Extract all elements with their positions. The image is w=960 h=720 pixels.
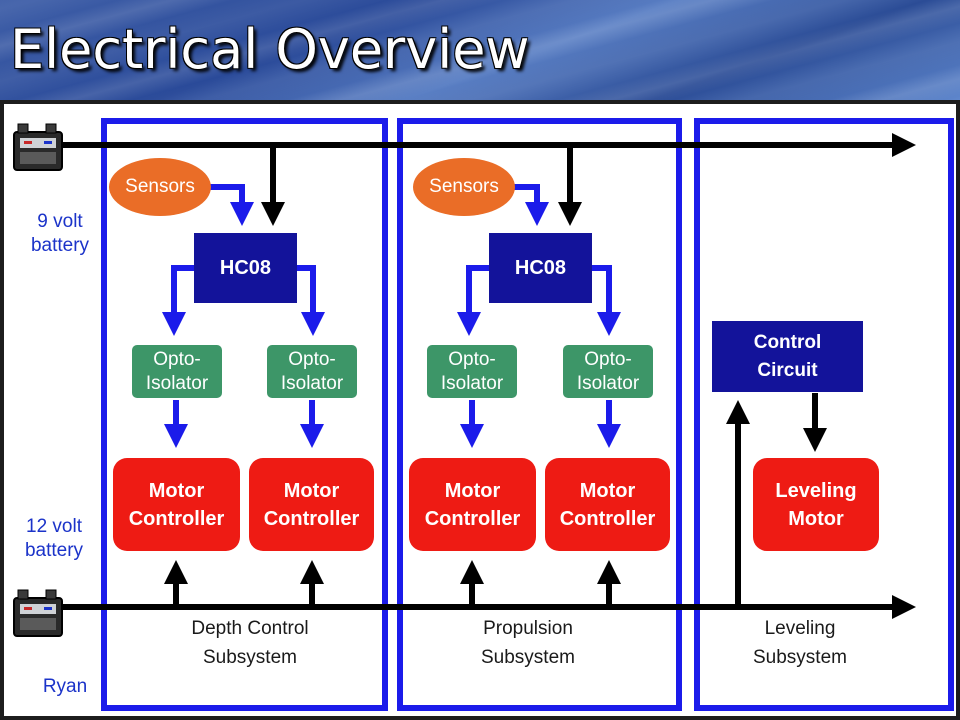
hc08-controller: HC08 <box>489 233 592 303</box>
subsystem-label-line2: Subsystem <box>203 647 297 668</box>
subsystem-label-line1: Depth Control <box>191 618 309 639</box>
control-circuit-line1: Control <box>753 331 822 353</box>
subsystem-label-line1: Propulsion <box>483 618 573 639</box>
hc08-to-opto-1b <box>297 265 325 336</box>
motor-controller: Motor Controller <box>249 458 374 551</box>
hc08-to-opto-2b <box>592 265 621 336</box>
opto-isolator: Opto- Isolator <box>132 345 222 398</box>
battery-icon <box>10 584 68 647</box>
battery-9v-label: 9 volt battery <box>20 210 100 258</box>
motor-controller: Motor Controller <box>409 458 536 551</box>
control-circuit: Control Circuit <box>712 321 863 392</box>
motor-controller-line1: Motor <box>579 479 636 502</box>
motor-controller-line1: Motor <box>148 479 205 502</box>
battery-9v-label-line1: 9 volt <box>37 211 83 232</box>
motor-controller-line2: Controller <box>128 507 225 530</box>
subsystem-label-line2: Subsystem <box>481 647 575 668</box>
hc08-to-opto-1a <box>162 265 194 336</box>
subsystem-label-propulsion: Propulsion Subsystem <box>428 614 628 672</box>
subsystem-label-leveling: Leveling Subsystem <box>720 614 880 672</box>
subsystem-label-depth: Depth Control Subsystem <box>150 614 350 672</box>
hc08-to-opto-2a <box>457 265 489 336</box>
leveling-motor-line1: Leveling <box>775 479 857 502</box>
opto-isolator: Opto- Isolator <box>267 345 357 398</box>
opto-isolator: Opto- Isolator <box>427 345 517 398</box>
control-circuit-line2: Circuit <box>757 359 818 381</box>
battery-icon <box>10 118 68 181</box>
motor-controller-line1: Motor <box>444 479 501 502</box>
opto-isolator-line2: Isolator <box>145 372 209 394</box>
subsystem-frame-propulsion <box>397 118 682 711</box>
opto-isolator-line2: Isolator <box>440 372 504 394</box>
leveling-motor: Leveling Motor <box>753 458 879 551</box>
opto-isolator-line1: Opto- <box>153 348 201 370</box>
hc08-controller: HC08 <box>194 233 297 303</box>
battery-12v-label: 12 volt battery <box>12 515 96 563</box>
motor-controller-line2: Controller <box>424 507 521 530</box>
motor-controller: Motor Controller <box>113 458 240 551</box>
motor-controller-line2: Controller <box>559 507 656 530</box>
motor-controller: Motor Controller <box>545 458 670 551</box>
opto-isolator-line2: Isolator <box>280 372 344 394</box>
author-label: Ryan <box>42 676 88 697</box>
sensor-link-1 <box>210 184 254 226</box>
opto-isolator-line1: Opto- <box>288 348 336 370</box>
battery-12v-label-line2: battery <box>24 540 84 561</box>
subsystem-label-line2: Subsystem <box>753 647 847 668</box>
motor-controller-line1: Motor <box>283 479 340 502</box>
subsystem-frame-depth <box>101 118 388 711</box>
motor-controller-line2: Controller <box>263 507 360 530</box>
opto-isolator-line1: Opto- <box>584 348 632 370</box>
opto-isolator-line2: Isolator <box>576 372 640 394</box>
battery-9v-label-line2: battery <box>30 235 90 256</box>
opto-isolator-line1: Opto- <box>448 348 496 370</box>
battery-12v-label-line1: 12 volt <box>26 516 82 537</box>
sensors-node: Sensors <box>109 158 211 216</box>
subsystem-label-line1: Leveling <box>764 618 836 639</box>
opto-isolator: Opto- Isolator <box>563 345 653 398</box>
title-banner: Electrical Overview <box>0 0 960 100</box>
sensor-link-2 <box>507 184 549 226</box>
sensors-node: Sensors <box>413 158 515 216</box>
slide-title: Electrical Overview <box>10 18 530 81</box>
subsystem-frame-leveling <box>694 118 954 711</box>
leveling-motor-line2: Motor <box>788 507 844 530</box>
